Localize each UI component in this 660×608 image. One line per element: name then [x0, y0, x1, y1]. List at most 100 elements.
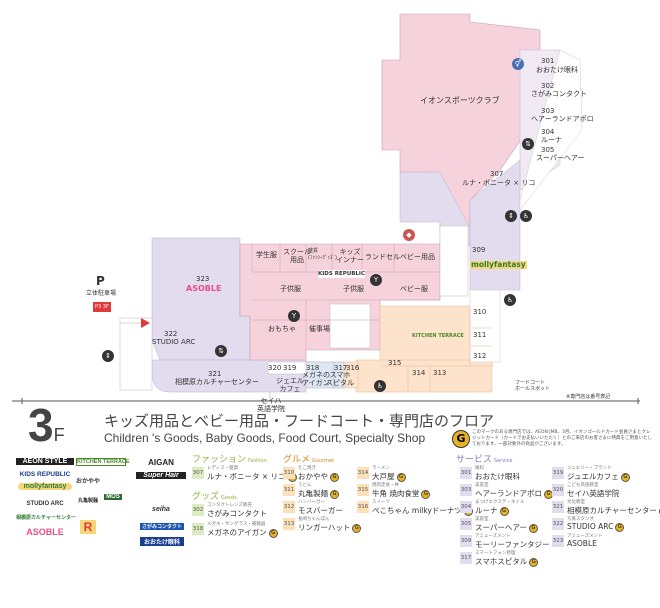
logo-arc: STUDIO ARC — [26, 501, 64, 507]
tenant-318-label[interactable]: メガネの アイガン — [302, 371, 330, 387]
tenant-list-name: おおたけ眼科 — [475, 472, 520, 481]
tenant-304-label[interactable]: ルーナ — [541, 136, 562, 144]
tenant-list-number: 320 — [552, 484, 564, 496]
logo-culture: 相模原カルチャーセンター — [16, 515, 76, 521]
shop-zakka[interactable]: 雑貨 (ﾌｧﾝｼｰｸﾞｯｽﾞ) — [308, 248, 337, 261]
restroom-icon: ♿ — [374, 380, 386, 392]
map-note: ※専門店は番号表記 — [566, 394, 611, 400]
tenant-list-number: 305 — [460, 518, 472, 530]
floor-title-jp: キッズ用品とベビー用品・フードコート・専門店のフロア — [104, 412, 495, 430]
tenant-aeon-sports[interactable]: イオンスポーツクラブ — [420, 96, 500, 105]
logo-ringer: R — [80, 520, 96, 534]
tenant-303-label[interactable]: ヘアーランドアポロ — [531, 115, 594, 123]
logo-asoble: ASOBLE — [26, 527, 64, 537]
tenant-list-name: 相模原カルチャーセンターG — [567, 505, 660, 516]
tenant-323-label[interactable]: ASOBLE — [186, 284, 222, 293]
g-mark-text: このマークのある専門店では、AEON JMB、3月、イオンゴールドカード会員さま… — [472, 430, 652, 447]
shop-omocha[interactable]: おもちゃ — [268, 325, 296, 333]
tenant-305-label[interactable]: スーパーヘアー — [536, 154, 585, 162]
tenant-322-label[interactable]: STUDIO ARC — [152, 338, 196, 346]
tenant-list-number: 322 — [552, 518, 564, 530]
category-service-en: Service — [494, 458, 513, 464]
g-mark-icon: G — [452, 430, 470, 448]
tenant-list-name: さがみコンタクト — [207, 509, 267, 518]
tenant-307-num: 307 — [490, 170, 504, 178]
shop-baby-goods[interactable]: ベビー用品 — [400, 253, 435, 261]
tenant-316-num: 316 — [346, 364, 360, 372]
floor-title-en: Children 's Goods, Baby Goods, Food Cour… — [104, 431, 426, 445]
tenant-314-num: 314 — [412, 369, 426, 377]
shop-kids-inner[interactable]: キッズ インナー — [336, 248, 364, 264]
tenant-302-label[interactable]: さがみコンタクト — [531, 90, 587, 98]
tenant-319-label[interactable]: ジェエル カフェ — [276, 377, 304, 393]
logo-sagami: さがみコンタクト — [140, 523, 184, 530]
tenant-list-number: 302 — [192, 504, 204, 516]
tenant-list-name: モスバーガー — [298, 506, 343, 515]
tenant-312-num: 312 — [473, 352, 487, 360]
toilet-icon: ⚥ — [512, 58, 524, 70]
tenant-323-num: 323 — [196, 275, 210, 283]
logo-kids-republic: KIDS REPUBLIC — [19, 471, 71, 478]
tenant-318-num: 318 — [306, 364, 320, 372]
shop-kodomofuku-2[interactable]: 子供服 — [343, 285, 364, 293]
tenant-list-category: まつげエクステ・ネイル — [475, 500, 525, 505]
tenant-list-category: たこ焼き — [298, 466, 316, 471]
parking-label[interactable]: 立体駐車場 — [86, 290, 117, 297]
tenant-321-num: 321 — [208, 370, 222, 378]
tenant-list-category: アミューズメント — [567, 534, 603, 539]
shop-moyooshi[interactable]: 催事場 — [309, 325, 330, 333]
shop-kodomofuku-1[interactable]: 子供服 — [280, 285, 301, 293]
tenant-list-category: ジュエリー・ブランド — [567, 466, 612, 471]
tenant-list-name: モーリーファンタジー — [475, 540, 550, 549]
tenant-305-num: 305 — [541, 146, 555, 154]
tenant-list-category: メガネ・サングラス・補聴器 — [207, 522, 266, 527]
tenant-309-logo[interactable]: mollyfantasy — [470, 260, 527, 269]
floor-number: 3F — [28, 402, 65, 458]
category-gourmet-label: グルメ — [283, 455, 311, 465]
tenant-311-num: 311 — [473, 331, 487, 339]
tenant-list-number: 323 — [552, 535, 564, 547]
shop-gakuseifuku[interactable]: 学生服 — [256, 251, 277, 259]
g-mark-icon: G — [421, 489, 431, 499]
g-mark-icon: G — [620, 472, 630, 482]
foodcourt-spot-label[interactable]: フードコート ホールスポット — [515, 380, 551, 392]
tenant-310-num: 310 — [473, 308, 487, 316]
tenant-301-label[interactable]: おおたけ眼科 — [536, 66, 578, 74]
tenant-321-label[interactable]: 相模原カルチャーセンター — [175, 378, 259, 386]
tenant-list-category: 美容室 — [475, 483, 489, 488]
tenant-317-label[interactable]: スマホ スピタル — [326, 371, 354, 387]
tenant-list-category: レディス・雑貨 — [207, 466, 239, 471]
shop-school[interactable]: スクール 用品 — [283, 248, 311, 264]
tenant-list-category: 眼科 — [475, 466, 484, 471]
floor-number-suffix: F — [53, 425, 65, 445]
tenant-list-category: 焼肉定食・丼 — [372, 483, 399, 488]
tenant-list-number: 321 — [552, 501, 564, 513]
tenant-320-num: 320 — [268, 364, 282, 372]
tenant-307-label[interactable]: ルナ・ボニータ × リコ — [462, 179, 536, 187]
tenant-315-num: 315 — [388, 359, 402, 367]
tenant-list-category: 美容室 — [475, 517, 489, 522]
parking-badge: P3 3F — [93, 302, 111, 312]
tenant-list-number: 307 — [192, 467, 204, 479]
shop-kids-republic[interactable]: KIDS REPUBLIC — [318, 270, 366, 278]
tenant-320-label[interactable]: セイハ 英語学院 — [257, 397, 285, 413]
shop-kitchen-terrace[interactable]: KITCHEN TERRACE — [412, 333, 464, 339]
tenant-list-category: スイーツ — [372, 500, 390, 505]
floor-number-digit: 3 — [28, 399, 54, 451]
shop-babyfuku[interactable]: ベビー服 — [400, 285, 428, 293]
category-fashion-en: Fashion — [248, 458, 267, 464]
tenant-list-category: 長崎ちゃんぽん — [298, 517, 330, 522]
shop-randsel[interactable]: ランドセル — [365, 253, 400, 261]
g-mark-icon: G — [499, 506, 509, 516]
tenant-list-number: 317 — [460, 552, 472, 564]
tenant-list-category: 文化教室 — [567, 500, 585, 505]
